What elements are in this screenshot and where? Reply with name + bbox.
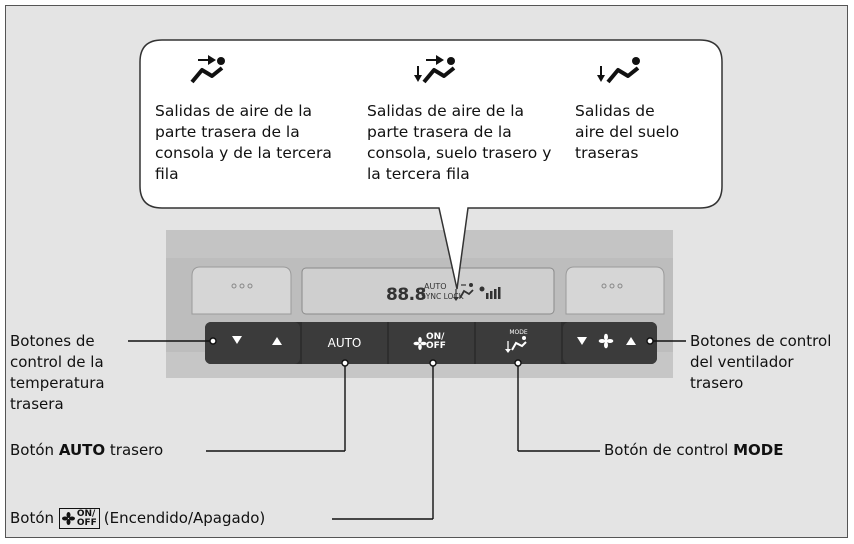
auto-label: Botón AUTO trasero	[10, 441, 164, 459]
onoff-label: Botón ON/ OFF (Encendido/Apagado)	[10, 508, 265, 529]
mode-vent-icon	[505, 336, 527, 353]
display-digits: 88.8	[386, 285, 426, 305]
display-window	[301, 267, 555, 315]
vent-rear-upper-icon	[190, 55, 225, 84]
onoff-button	[389, 322, 474, 364]
temp-up-icon	[272, 337, 282, 345]
temp-down-icon	[232, 336, 242, 344]
auto-button-label[interactable]: AUTO	[327, 336, 362, 350]
display-lock: LOCK	[443, 292, 464, 301]
mode-button	[476, 322, 561, 364]
onoff-inline-text: ON/ OFF	[76, 508, 97, 528]
callout-text-3: Salidas de aire del suelo traseras	[575, 102, 680, 162]
fan-icon	[61, 512, 75, 525]
display-mode-icon	[453, 283, 474, 301]
display-sync: SYNC	[421, 292, 442, 301]
display-fan-level-icon	[479, 286, 501, 299]
callout-bubble	[139, 39, 723, 290]
auto-button	[302, 322, 387, 364]
fan-controls-label: Botones de control del ventilador traser…	[690, 332, 832, 392]
temp-button	[205, 322, 300, 364]
onoff-label-suffix: (Encendido/Apagado)	[103, 509, 266, 527]
mode-label: Botón de control MODE	[604, 441, 784, 459]
left-housing	[191, 266, 292, 315]
mode-button-label[interactable]: MODE	[509, 329, 528, 336]
vent-rear-floor-icon	[597, 57, 640, 84]
callout-text-1: Salidas de aire de la parte trasera de l…	[155, 102, 332, 183]
onoff-fan-icon	[413, 337, 427, 350]
mode-label-bold: MODE	[733, 441, 784, 459]
onoff-label-prefix: Botón	[10, 509, 59, 527]
temp-controls-label: Botones de control de la temperatura tra…	[10, 332, 105, 413]
onoff-inline-icon: ON/ OFF	[58, 508, 100, 529]
display-sync-lock: SYNC LOCK	[421, 292, 464, 301]
fan-up-icon	[626, 337, 636, 345]
onoff-button-label[interactable]: ON/ OFF	[426, 332, 446, 351]
fan-down-icon	[577, 337, 587, 345]
callout-text-2: Salidas de aire de la parte trasera de l…	[367, 102, 552, 183]
right-housing	[565, 266, 665, 315]
auto-label-bold: AUTO	[58, 441, 106, 459]
fan-icon	[598, 333, 614, 349]
vent-rear-upper-floor-icon	[414, 55, 456, 84]
display-auto: AUTO	[424, 282, 447, 291]
